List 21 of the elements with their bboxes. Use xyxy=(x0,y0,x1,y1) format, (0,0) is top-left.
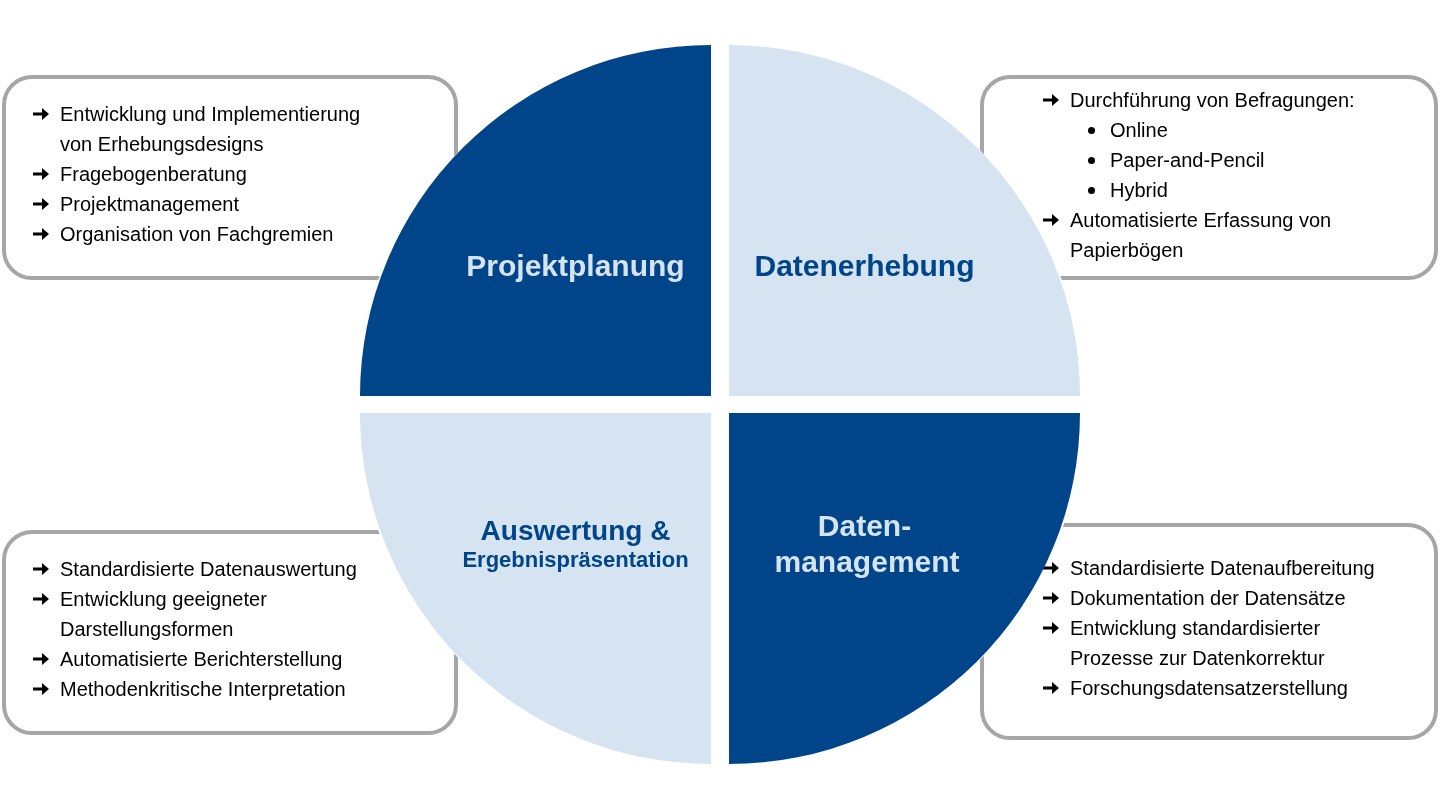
quadrant-title: Auswertung & xyxy=(480,513,671,548)
list-item: Entwicklung und Implementierung von Erhebungsdesigns xyxy=(60,102,362,157)
list-item: Standardisierte Datenaufbereitung xyxy=(1070,556,1375,581)
list-item: Fragebogenberatung xyxy=(60,162,247,187)
list-item: Entwicklung geeigneter Darstellungsformen xyxy=(60,587,268,642)
list-item: Paper-and-Pencil xyxy=(1110,148,1265,173)
list-item: Automatisierte Erfassung von Papierbögen xyxy=(1070,208,1333,263)
list-item: Hybrid xyxy=(1110,178,1168,203)
quadrant-title: Ergebnispräsentation xyxy=(462,547,689,574)
list-item: Standardisierte Datenauswertung xyxy=(60,557,357,582)
list-item: Methodenkritische Interpretation xyxy=(60,677,346,702)
list-item: Forschungsdatensatzerstellung xyxy=(1070,676,1348,701)
list-item: Dokumentation der Datensätze xyxy=(1070,586,1346,611)
quadrant-title: Datenerhebung xyxy=(754,247,975,284)
list-item: Online xyxy=(1110,118,1168,143)
quadrant-title: Projektplanung xyxy=(466,247,685,284)
list-item: Entwicklung standardisierter Prozesse zur Datenkorrektur xyxy=(1070,616,1326,671)
list-item: Durchführung von Befragungen: xyxy=(1070,88,1355,113)
list-item: Projektmanagement xyxy=(60,192,239,217)
list-item: Automatisierte Berichterstellung xyxy=(60,647,343,672)
list-item: Organisation von Fachgremien xyxy=(60,222,334,247)
